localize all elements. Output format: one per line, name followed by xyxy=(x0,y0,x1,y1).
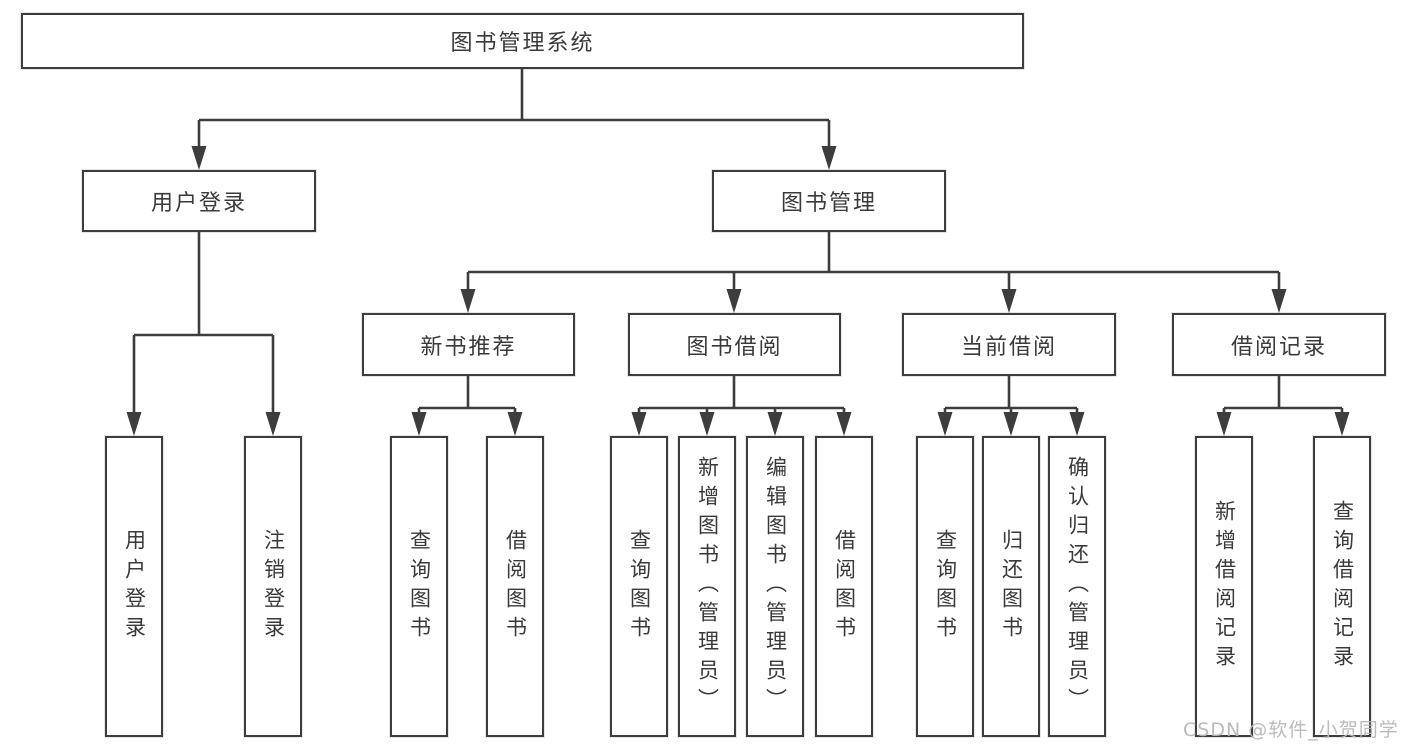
leaf-query-books-borrow-label: 查询图书 xyxy=(627,528,652,645)
leaf-borrow-books-recommend-label: 借阅图书 xyxy=(503,528,528,645)
arrowhead-icon xyxy=(126,412,142,436)
connector-book-management-split xyxy=(460,232,1287,313)
node-current-borrow-label: 当前借阅 xyxy=(960,334,1057,360)
leaf-query-books-borrow: 查询图书 xyxy=(610,436,668,737)
arrowhead-icon xyxy=(507,412,523,436)
leaf-query-books-recommend-label: 查询图书 xyxy=(407,528,432,645)
connector-new-book-recommend-split xyxy=(411,376,523,436)
node-book-borrow: 图书借阅 xyxy=(628,313,841,376)
leaf-query-borrow-record: 查询借阅记录 xyxy=(1313,436,1371,737)
leaf-add-borrow-record: 新增借阅记录 xyxy=(1195,436,1253,737)
leaf-borrow-books-recommend: 借阅图书 xyxy=(486,436,544,737)
leaf-user-login-label: 用户登录 xyxy=(122,528,147,645)
arrowhead-icon xyxy=(1216,412,1232,436)
node-book-management: 图书管理 xyxy=(712,170,946,232)
node-borrow-records-label: 借阅记录 xyxy=(1230,334,1327,360)
arrowhead-icon xyxy=(1334,412,1350,436)
connector-current-borrow-split xyxy=(937,376,1085,436)
node-user-login: 用户登录 xyxy=(82,170,316,232)
node-new-book-recommend: 新书推荐 xyxy=(362,313,575,376)
leaf-add-borrow-record-label: 新增借阅记录 xyxy=(1212,499,1237,674)
node-user-login-label: 用户登录 xyxy=(150,191,247,216)
node-borrow-records: 借阅记录 xyxy=(1172,313,1386,376)
leaf-return-books: 归还图书 xyxy=(982,436,1040,737)
arrowhead-icon xyxy=(821,146,837,170)
connector-book-borrow-split xyxy=(631,376,852,436)
node-current-borrow: 当前借阅 xyxy=(902,313,1116,376)
arrowhead-icon xyxy=(631,412,647,436)
connector-borrow-records-split xyxy=(1216,376,1350,436)
leaf-logout-login-label: 注销登录 xyxy=(261,528,286,645)
arrowhead-icon xyxy=(411,412,427,436)
leaf-return-books-label: 归还图书 xyxy=(999,528,1024,645)
leaf-user-login: 用户登录 xyxy=(105,436,163,737)
watermark: CSDN @软件_小贺同学 xyxy=(1183,719,1399,741)
leaf-edit-book-admin-label: 编辑图书（管理员） xyxy=(763,456,788,717)
arrowhead-icon xyxy=(460,289,476,313)
leaf-borrow-books-label: 借阅图书 xyxy=(832,528,857,645)
leaf-query-books-current-label: 查询图书 xyxy=(933,528,958,645)
arrowhead-icon xyxy=(1069,412,1085,436)
arrowhead-icon xyxy=(726,289,742,313)
arrowhead-icon xyxy=(1001,289,1017,313)
arrowhead-icon xyxy=(699,412,715,436)
leaf-confirm-return-admin-label: 确认归还（管理员） xyxy=(1065,456,1090,717)
connector-root-split xyxy=(191,69,837,170)
node-new-book-recommend-label: 新书推荐 xyxy=(420,334,517,360)
arrowhead-icon xyxy=(191,146,207,170)
leaf-borrow-books: 借阅图书 xyxy=(815,436,873,737)
leaf-logout-login: 注销登录 xyxy=(244,436,302,737)
arrowhead-icon xyxy=(265,412,281,436)
node-library-system: 图书管理系统 xyxy=(21,13,1024,69)
connector-user-login-split xyxy=(126,232,281,436)
leaf-add-book-admin: 新增图书（管理员） xyxy=(678,436,736,737)
leaf-confirm-return-admin: 确认归还（管理员） xyxy=(1048,436,1106,737)
arrowhead-icon xyxy=(836,412,852,436)
leaf-add-book-admin-label: 新增图书（管理员） xyxy=(695,456,720,717)
node-library-system-label: 图书管理系统 xyxy=(450,31,595,56)
arrowhead-icon xyxy=(1003,412,1019,436)
arrowhead-icon xyxy=(1271,289,1287,313)
leaf-query-books-current: 查询图书 xyxy=(916,436,974,737)
leaf-query-borrow-record-label: 查询借阅记录 xyxy=(1330,499,1355,674)
leaf-query-books-recommend: 查询图书 xyxy=(390,436,448,737)
arrowhead-icon xyxy=(937,412,953,436)
arrowhead-icon xyxy=(767,412,783,436)
leaf-edit-book-admin: 编辑图书（管理员） xyxy=(746,436,804,737)
node-book-management-label: 图书管理 xyxy=(780,191,877,216)
node-book-borrow-label: 图书借阅 xyxy=(686,334,783,360)
